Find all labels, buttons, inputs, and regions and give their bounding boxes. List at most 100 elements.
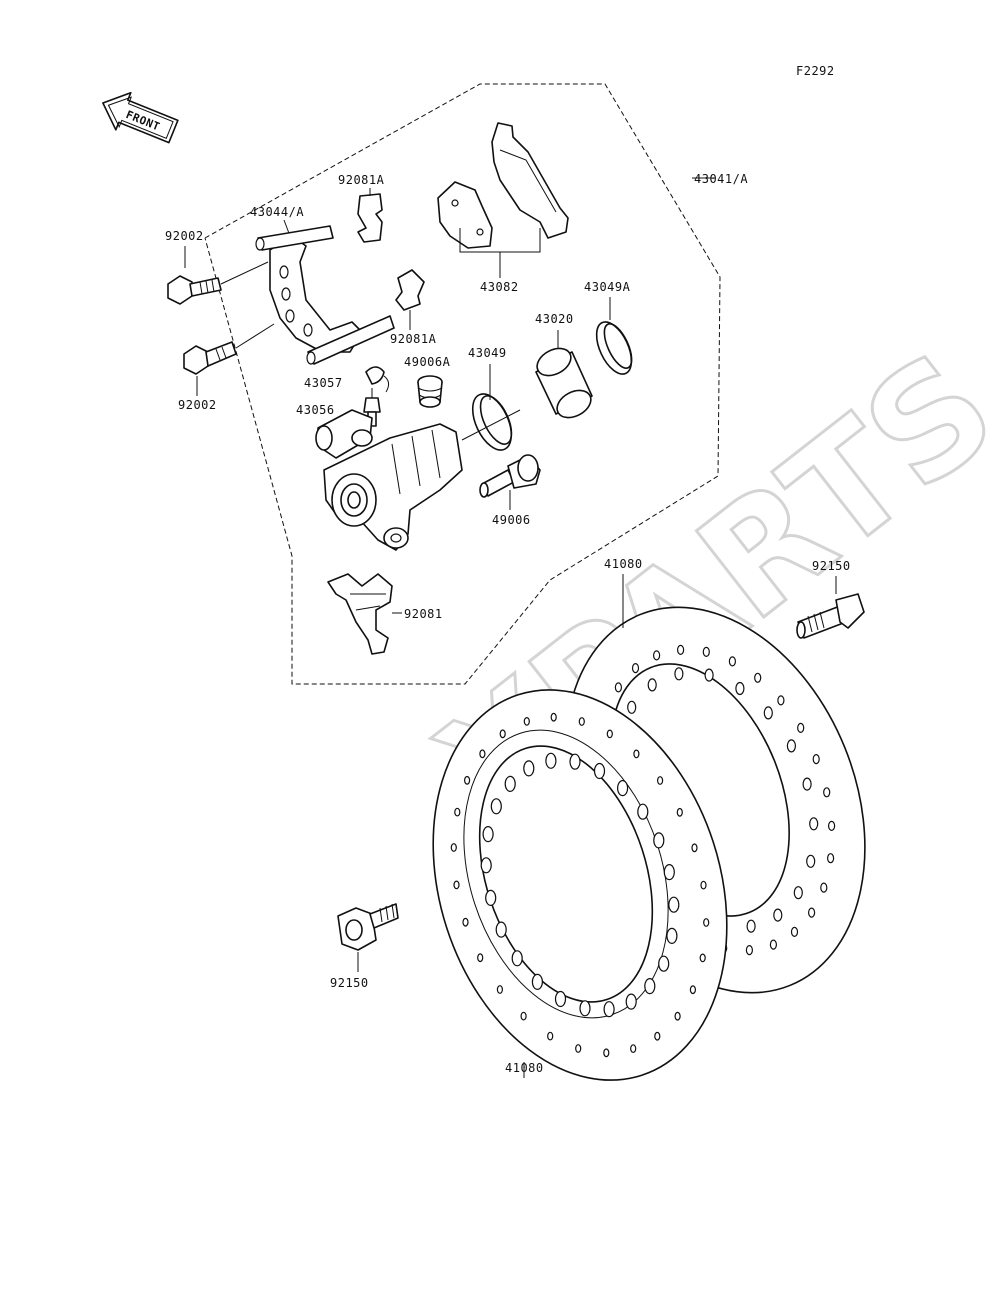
disc-drill-hole: [666, 927, 678, 945]
disc-drill-hole: [547, 1031, 554, 1041]
disc-drill-hole: [633, 749, 640, 759]
label-92002-top: 92002: [165, 229, 204, 243]
disc-drill-hole: [691, 843, 698, 853]
disc-drill-hole: [603, 1001, 615, 1018]
disc-drill-hole: [523, 760, 535, 777]
disc-bolt-92150-right: [796, 593, 865, 639]
disc-drill-hole: [479, 749, 486, 759]
disc-drill-hole: [769, 939, 778, 950]
disc-drill-hole: [807, 907, 816, 918]
disc-drill-hole: [485, 889, 497, 907]
disc-drill-hole: [499, 729, 506, 739]
brake-disc-front: [432, 689, 728, 1081]
disc-drill-hole: [704, 668, 714, 682]
label-43020: 43020: [535, 312, 574, 326]
brake-pad-rear: [491, 122, 569, 239]
piston-43020: [535, 347, 593, 419]
disc-drill-hole: [797, 722, 805, 734]
disc-drill-hole: [579, 1000, 591, 1017]
pad-clip-top: [357, 193, 383, 243]
disc-drill-hole: [700, 880, 707, 890]
disc-drill-hole: [480, 857, 492, 874]
pad-spring-92081: [327, 573, 393, 655]
disc-drill-hole: [464, 775, 471, 785]
label-43049: 43049: [468, 346, 507, 360]
disc-drill-hole: [702, 646, 710, 658]
disc-drill-hole: [614, 682, 623, 693]
front-arrow-icon: FRONT: [102, 91, 179, 144]
label-92081A-mid: 92081A: [390, 332, 437, 346]
disc-drill-hole: [520, 1011, 527, 1021]
disc-drill-hole: [763, 706, 773, 720]
disc-drill-hole: [777, 695, 785, 706]
label-41080-bottom: 41080: [505, 1061, 544, 1075]
disc-drill-hole: [637, 803, 649, 820]
bolt-92002-bottom: [183, 323, 275, 375]
disc-drill-hole: [674, 667, 684, 681]
disc-drill-hole: [652, 650, 661, 661]
diagram-code: F2292: [796, 64, 835, 78]
disc-drill-hole: [806, 854, 816, 868]
label-92150-left: 92150: [330, 976, 369, 990]
disc-drill-hole: [490, 798, 502, 815]
caliper-body: [315, 409, 463, 551]
piston-axis: [461, 409, 521, 441]
disc-bolt-92150-left: [337, 903, 399, 951]
disc-drill-hole: [653, 832, 665, 849]
dust-boot-49006A: [417, 375, 443, 408]
caliper-bracket: [255, 225, 395, 365]
disc-drill-hole: [631, 662, 640, 674]
label-43041A: 43041/A: [694, 172, 748, 186]
brake-pad-front: [437, 181, 493, 249]
disc-drill-hole: [627, 700, 637, 714]
assembly-boundary: [204, 83, 721, 685]
disc-drill-hole: [531, 973, 544, 991]
disc-drill-hole: [482, 825, 494, 843]
bolt-92002-top: [167, 261, 269, 305]
label-43056: 43056: [296, 403, 335, 417]
disc-drill-hole: [495, 921, 507, 938]
disc-drill-hole: [575, 1044, 582, 1053]
disc-drill-hole: [603, 1048, 610, 1058]
disc-drill-hole: [809, 817, 819, 831]
disc-drill-hole: [554, 990, 567, 1008]
disc-drill-hole: [735, 681, 745, 696]
disc-drill-hole: [625, 993, 637, 1010]
disc-drill-hole: [647, 678, 657, 692]
disc-drill-hole: [654, 1031, 661, 1041]
disc-drill-hole: [820, 882, 828, 893]
disc-drill-hole: [746, 919, 756, 933]
label-49006A: 49006A: [404, 355, 451, 369]
disc-drill-hole: [496, 985, 503, 994]
pad-clip-mid: [395, 269, 425, 311]
disc-drill-hole: [773, 908, 783, 922]
disc-drill-hole: [550, 712, 557, 722]
disc-drill-hole: [658, 955, 670, 972]
label-92081A-top: 92081A: [338, 173, 385, 187]
disc-drill-hole: [812, 753, 820, 765]
label-43049A: 43049A: [584, 280, 631, 294]
disc-drill-hole: [790, 926, 799, 938]
disc-drill-hole: [462, 917, 469, 927]
label-43044A: 43044/A: [250, 205, 304, 219]
disc-drill-hole: [523, 717, 530, 726]
disc-drill-hole: [569, 753, 581, 770]
disc-drill-hole: [656, 776, 664, 785]
disc-drill-hole: [593, 762, 606, 780]
disc-drill-hole: [606, 729, 613, 739]
disc-drill-hole: [663, 863, 675, 881]
disc-drill-hole: [703, 918, 710, 927]
label-41080-top: 41080: [604, 557, 643, 571]
disc-drill-hole: [578, 717, 585, 726]
label-92002-bottom: 92002: [178, 398, 217, 412]
dust-seal-43049A: [595, 321, 633, 375]
disc-drill-hole: [450, 843, 457, 852]
disc-drill-hole: [699, 953, 706, 963]
label-43082: 43082: [480, 280, 519, 294]
label-43057: 43057: [304, 376, 343, 390]
disc-drill-hole: [754, 672, 762, 683]
disc-drill-hole: [676, 807, 683, 817]
disc-drill-hole: [668, 896, 680, 913]
disc-drill-hole: [745, 944, 754, 956]
piston-seal-43049: [471, 393, 513, 451]
